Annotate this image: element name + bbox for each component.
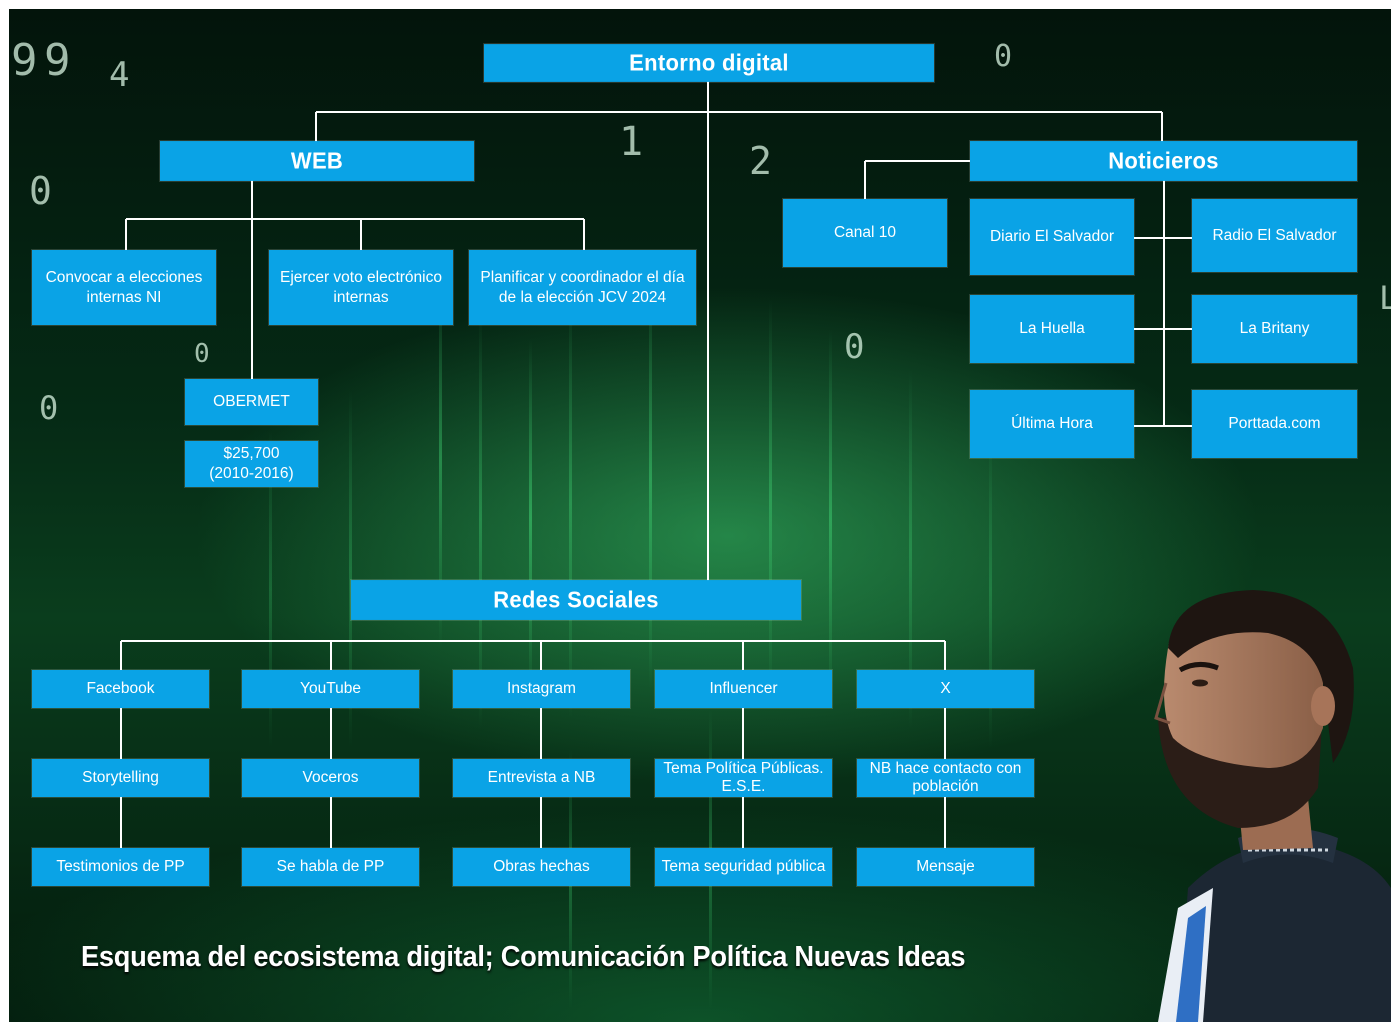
canal-10-node: Canal 10 — [783, 199, 947, 267]
redes-youtube-voceros: Voceros — [242, 759, 419, 797]
redes-instagram-obras: Obras hechas — [453, 848, 630, 886]
redes-influencer-seguridad: Tema seguridad pública — [655, 848, 832, 886]
obermet-node: OBERMET — [185, 379, 318, 425]
root-node-entorno-digital: Entorno digital — [484, 44, 934, 82]
redes-instagram: Instagram — [453, 670, 630, 708]
web-item-convocar: Convocar a elecciones internas NI — [32, 250, 216, 325]
noticieros-header: Noticieros — [970, 141, 1357, 181]
obermet-period: (2010-2016) — [209, 465, 294, 482]
redes-youtube-se-habla: Se habla de PP — [242, 848, 419, 886]
portrait-image — [1154, 590, 1391, 1022]
news-la-britany: La Britany — [1192, 295, 1357, 363]
redes-x-mensaje: Mensaje — [857, 848, 1034, 886]
redes-influencer-politicas: Tema Política Públicas. E.S.E. — [655, 759, 832, 797]
redes-youtube: YouTube — [242, 670, 419, 708]
web-item-planificar: Planificar y coordinador el día de la el… — [469, 250, 696, 325]
redes-x-contacto: NB hace contacto con población — [857, 759, 1034, 797]
diagram-caption: Esquema del ecosistema digital; Comunica… — [81, 941, 966, 973]
redes-facebook: Facebook — [32, 670, 209, 708]
redes-instagram-entrevista: Entrevista a NB — [453, 759, 630, 797]
obermet-cost-node: $25,700 (2010-2016) — [185, 441, 318, 487]
web-header: WEB — [160, 141, 474, 181]
redes-sociales-header: Redes Sociales — [351, 580, 801, 620]
news-radio-el-salvador: Radio El Salvador — [1192, 199, 1357, 272]
news-diario-el-salvador: Diario El Salvador — [970, 199, 1134, 275]
web-item-voto-electronico: Ejercer voto electrónico internas — [269, 250, 453, 325]
obermet-cost: $25,700 — [223, 445, 280, 462]
news-porttada: Porttada.com — [1192, 390, 1357, 458]
redes-x: X — [857, 670, 1034, 708]
redes-facebook-testimonios: Testimonios de PP — [32, 848, 209, 886]
diagram-canvas: 9 9 4 0 1 2 0 0 0 0 L — [9, 9, 1391, 1022]
redes-facebook-storytelling: Storytelling — [32, 759, 209, 797]
news-la-huella: La Huella — [970, 295, 1134, 363]
redes-influencer: Influencer — [655, 670, 832, 708]
news-ultima-hora: Última Hora — [970, 390, 1134, 458]
